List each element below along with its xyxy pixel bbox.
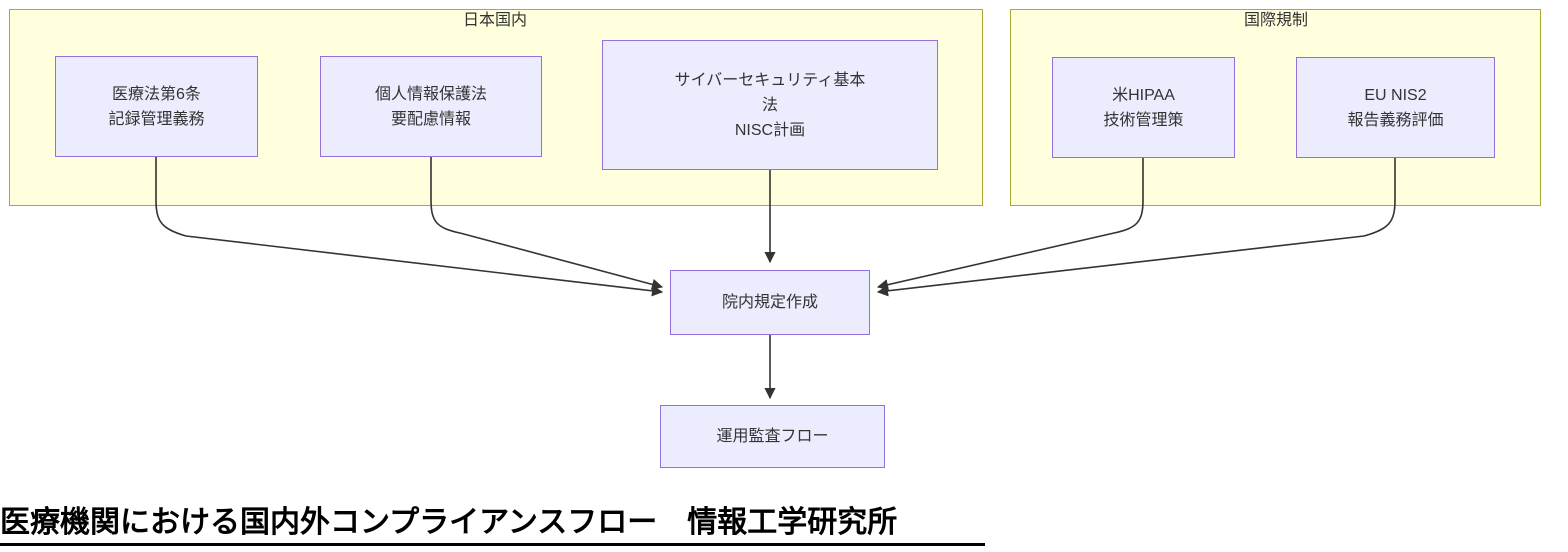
diagram-title-underline: [0, 543, 985, 546]
cluster-international-label: 国際規制: [1243, 12, 1308, 29]
node-hipaa[interactable]: 米HIPAA 技術管理策: [1052, 57, 1235, 158]
node-cybersecurity-law[interactable]: サイバーセキュリティ基本 法 NISC計画: [602, 40, 938, 170]
node-nis2-line1: EU NIS2: [1364, 86, 1427, 104]
node-hipaa-line1: 米HIPAA: [1112, 86, 1175, 104]
diagram-title: 医療機関における国内外コンプライアンスフロー 情報工学研究所: [0, 506, 898, 539]
node-medical-law-line1: 医療法第6条: [112, 85, 201, 103]
node-privacy-law-line2: 要配慮情報: [390, 110, 471, 128]
node-nis2-line2: 報告義務評価: [1347, 111, 1444, 129]
node-medical-law-line2: 記録管理義務: [108, 110, 205, 128]
node-privacy-law-line1: 個人情報保護法: [374, 85, 487, 103]
node-nis2[interactable]: EU NIS2 報告義務評価: [1296, 57, 1495, 158]
node-medical-law[interactable]: 医療法第6条 記録管理義務: [55, 56, 258, 157]
node-internal-rules[interactable]: 院内規定作成: [670, 270, 870, 335]
node-audit-flow-line1: 運用監査フロー: [716, 428, 829, 445]
node-hipaa-line2: 技術管理策: [1103, 111, 1184, 129]
node-cybersecurity-law-line3: NISC計画: [734, 121, 806, 139]
node-internal-rules-line1: 院内規定作成: [721, 294, 818, 311]
node-audit-flow[interactable]: 運用監査フロー: [660, 405, 885, 468]
cluster-domestic-label: 日本国内: [462, 12, 527, 29]
node-cybersecurity-law-line2: 法: [761, 96, 778, 114]
node-cybersecurity-law-line1: サイバーセキュリティ基本: [674, 71, 866, 89]
node-privacy-law[interactable]: 個人情報保護法 要配慮情報: [320, 56, 542, 157]
